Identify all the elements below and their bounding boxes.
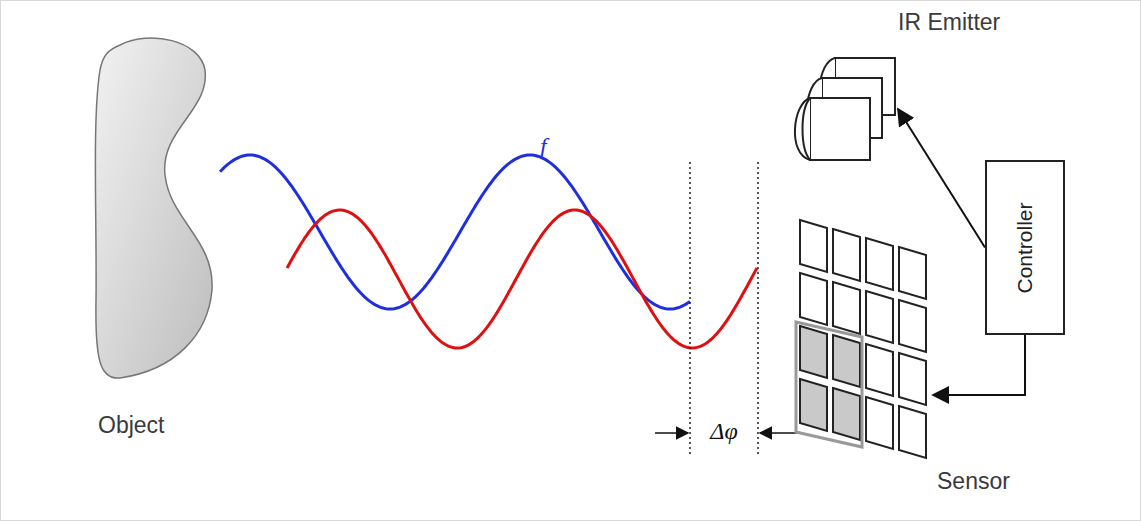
sensor-pixel bbox=[800, 326, 827, 378]
sensor-pixel bbox=[800, 273, 827, 325]
reflected-wave bbox=[287, 210, 757, 348]
phase-marker bbox=[689, 162, 691, 455]
pixel-group-outline bbox=[796, 322, 862, 447]
sensor-pixel bbox=[899, 406, 926, 458]
sensor-pixel bbox=[800, 379, 827, 431]
control-arrow bbox=[933, 335, 1025, 395]
dimension-arrow bbox=[655, 432, 688, 434]
dimension-arrow bbox=[760, 432, 800, 434]
sensor-pixel bbox=[899, 300, 926, 352]
node-label: Controller bbox=[1013, 202, 1037, 293]
emitted-wave bbox=[220, 155, 690, 309]
sensor-pixel bbox=[866, 238, 893, 290]
node-label: Object bbox=[98, 412, 164, 439]
controller-box: Controller bbox=[985, 160, 1065, 335]
sensor-pixel bbox=[833, 388, 860, 440]
frequency-label: f bbox=[540, 133, 547, 160]
emitter-drawing bbox=[795, 58, 895, 160]
sensor-pixel bbox=[833, 282, 860, 334]
sensor-pixel bbox=[833, 229, 860, 281]
sensor-node: Sensor bbox=[795, 218, 930, 450]
sensor-pixel bbox=[800, 220, 827, 272]
sensor-pixel bbox=[866, 344, 893, 396]
sensor-pixel bbox=[866, 397, 893, 449]
object-node: Object bbox=[90, 40, 215, 385]
sensor-pixel bbox=[866, 291, 893, 343]
node-label: Sensor bbox=[937, 468, 1010, 495]
phase-shift-label: Δφ bbox=[708, 418, 739, 445]
emitter-node: IR Emitter bbox=[788, 55, 898, 163]
sensor-grid bbox=[796, 220, 926, 458]
control-arrow bbox=[898, 109, 985, 248]
node-label: IR Emitter bbox=[898, 9, 1000, 36]
object-shape bbox=[95, 38, 212, 378]
phase-marker bbox=[757, 162, 759, 455]
sensor-pixel bbox=[899, 353, 926, 405]
sensor-pixel bbox=[833, 335, 860, 387]
sensor-pixel bbox=[899, 247, 926, 299]
